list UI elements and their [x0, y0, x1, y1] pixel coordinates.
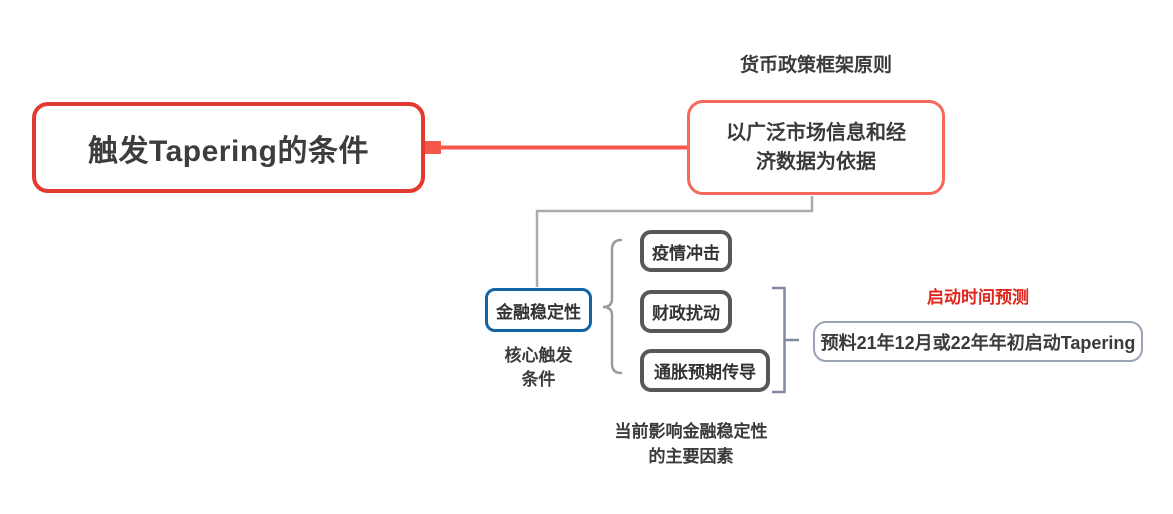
node-financial-stability[interactable]: 金融稳定性: [485, 288, 592, 332]
node-principle[interactable]: 以广泛市场信息和经 济数据为依据: [687, 100, 945, 195]
floating-label-start-time-prediction: 启动时间预测: [927, 288, 1029, 307]
bracket-prediction: [772, 286, 786, 394]
node-tapering-prediction[interactable]: 预料21年12月或22年年初启动Tapering: [813, 321, 1143, 362]
caption-core-trigger: 核心触发 条件: [504, 346, 573, 389]
node-root-topic[interactable]: 触发Tapering的条件: [32, 102, 425, 193]
node-factor-pandemic-shock[interactable]: 疫情冲击: [640, 230, 732, 272]
brace-factors: [602, 238, 623, 375]
node-factor-inflation-expectation[interactable]: 通胀预期传导: [640, 349, 770, 392]
node-factor-fiscal-disturbance[interactable]: 财政扰动: [640, 290, 732, 333]
connector-stub: [423, 141, 441, 154]
floating-label-principle: 货币政策框架原则: [739, 55, 892, 76]
caption-main-factors: 当前影响金融稳定性 的主要因素: [614, 422, 768, 466]
